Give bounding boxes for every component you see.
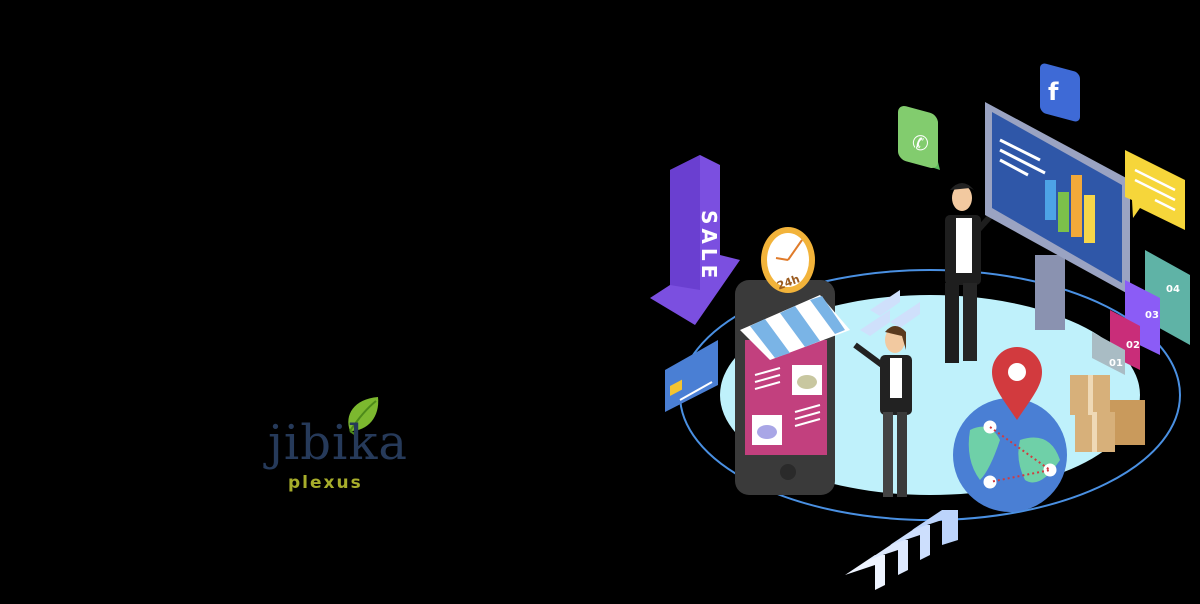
svg-text:02: 02 — [1126, 340, 1140, 351]
svg-text:✆: ✆ — [912, 131, 929, 155]
svg-text:04: 04 — [1166, 284, 1180, 295]
svg-text:03: 03 — [1145, 310, 1159, 321]
logo-subtitle: plexus — [288, 473, 363, 493]
man-figure — [945, 183, 999, 363]
shipping-boxes-icon — [1070, 375, 1145, 452]
credit-card-icon — [665, 340, 718, 412]
leaf-icon — [348, 397, 379, 436]
chat-bubble-icon — [1125, 150, 1185, 230]
ecommerce-illustration: SALE — [640, 40, 1200, 600]
logo-wordmark: jibika — [268, 415, 409, 471]
brand-logo: jibika plexus — [262, 395, 412, 500]
chevron-arrows-top-icon — [860, 290, 920, 336]
dashboard-monitor — [985, 102, 1130, 330]
sale-label: SALE — [697, 210, 721, 282]
phone-call-icon: ✆ — [898, 105, 940, 170]
shop-awning-icon — [740, 295, 850, 360]
bar-chart-icon — [1045, 175, 1095, 243]
woman-figure — [853, 326, 912, 497]
location-pin-icon — [992, 347, 1042, 420]
smartphone — [735, 280, 850, 495]
sale-arrow-icon: SALE — [650, 155, 740, 325]
svg-text:f: f — [1048, 78, 1059, 106]
step-blocks: 04 03 02 01 — [1092, 250, 1190, 375]
facebook-icon: f — [1040, 63, 1080, 122]
globe-icon — [953, 398, 1067, 512]
clock-24h-icon: 24h — [761, 227, 815, 293]
chevron-arrows-bottom-icon — [845, 510, 958, 590]
svg-text:01: 01 — [1109, 358, 1123, 369]
